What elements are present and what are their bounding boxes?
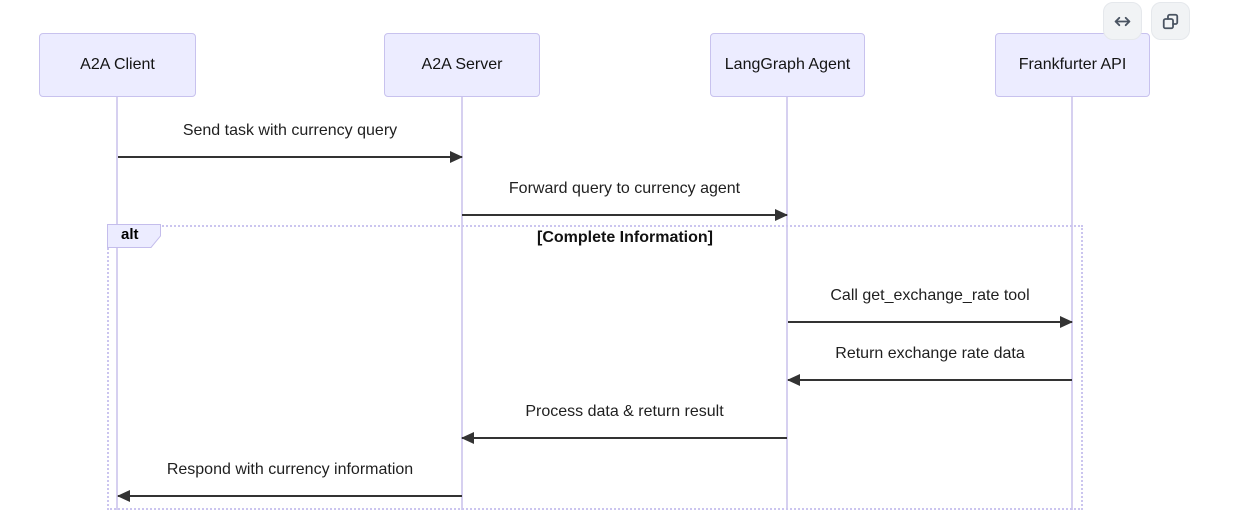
copy-icon bbox=[1161, 12, 1180, 31]
participant-label: LangGraph Agent bbox=[724, 56, 851, 73]
lifeline-langgraph-agent bbox=[786, 97, 788, 510]
participant-label: Frankfurter API bbox=[1018, 56, 1127, 73]
message-send-task-with-currency-query: Send task with currency query bbox=[118, 122, 463, 163]
message-return-exchange-rate-data: Return exchange rate data bbox=[787, 345, 1072, 386]
message-label: Return exchange rate data bbox=[835, 345, 1025, 362]
arrowhead-left-icon bbox=[117, 490, 130, 502]
message-line bbox=[788, 321, 1072, 323]
alt-keyword: alt bbox=[121, 226, 139, 243]
participant-label: A2A Server bbox=[421, 56, 503, 73]
message-process-data-return-result: Process data & return result bbox=[461, 403, 787, 444]
lifeline-a2a-client bbox=[116, 97, 118, 510]
arrowhead-left-icon bbox=[787, 374, 800, 386]
participant-a2a-server: A2A Server bbox=[384, 33, 540, 97]
arrowhead-right-icon bbox=[1060, 316, 1073, 328]
participant-frankfurter-api: Frankfurter API bbox=[995, 33, 1150, 97]
message-label: Forward query to currency agent bbox=[508, 180, 741, 197]
arrowhead-left-icon bbox=[461, 432, 474, 444]
message-line bbox=[788, 379, 1072, 381]
message-call-get-exchange-rate-tool: Call get_exchange_rate tool bbox=[788, 287, 1073, 328]
message-line bbox=[462, 437, 787, 439]
resize-width-button[interactable] bbox=[1103, 2, 1142, 40]
arrowhead-right-icon bbox=[450, 151, 463, 163]
alt-frame bbox=[107, 225, 1083, 510]
message-line bbox=[462, 214, 787, 216]
message-line bbox=[118, 156, 462, 158]
participant-a2a-client: A2A Client bbox=[39, 33, 196, 97]
copy-button[interactable] bbox=[1151, 2, 1190, 40]
alt-condition-label: [Complete Information] bbox=[537, 229, 713, 246]
message-forward-query-to-currency-agent: Forward query to currency agent bbox=[462, 180, 788, 221]
message-line bbox=[118, 495, 462, 497]
message-respond-with-currency-information: Respond with currency information bbox=[117, 461, 462, 502]
lifeline-frankfurter-api bbox=[1071, 97, 1073, 510]
lifeline-a2a-server bbox=[461, 97, 463, 510]
alt-keyword-badge: alt bbox=[107, 224, 161, 248]
alt-badge-shape-icon bbox=[107, 224, 161, 248]
arrowhead-right-icon bbox=[775, 209, 788, 221]
message-label: Send task with currency query bbox=[182, 122, 398, 139]
message-label: Respond with currency information bbox=[166, 461, 414, 478]
message-label: Process data & return result bbox=[525, 403, 724, 420]
participant-langgraph-agent: LangGraph Agent bbox=[710, 33, 865, 97]
participant-label: A2A Client bbox=[80, 56, 155, 73]
left-right-arrow-icon bbox=[1113, 12, 1132, 31]
message-label: Call get_exchange_rate tool bbox=[830, 287, 1030, 304]
